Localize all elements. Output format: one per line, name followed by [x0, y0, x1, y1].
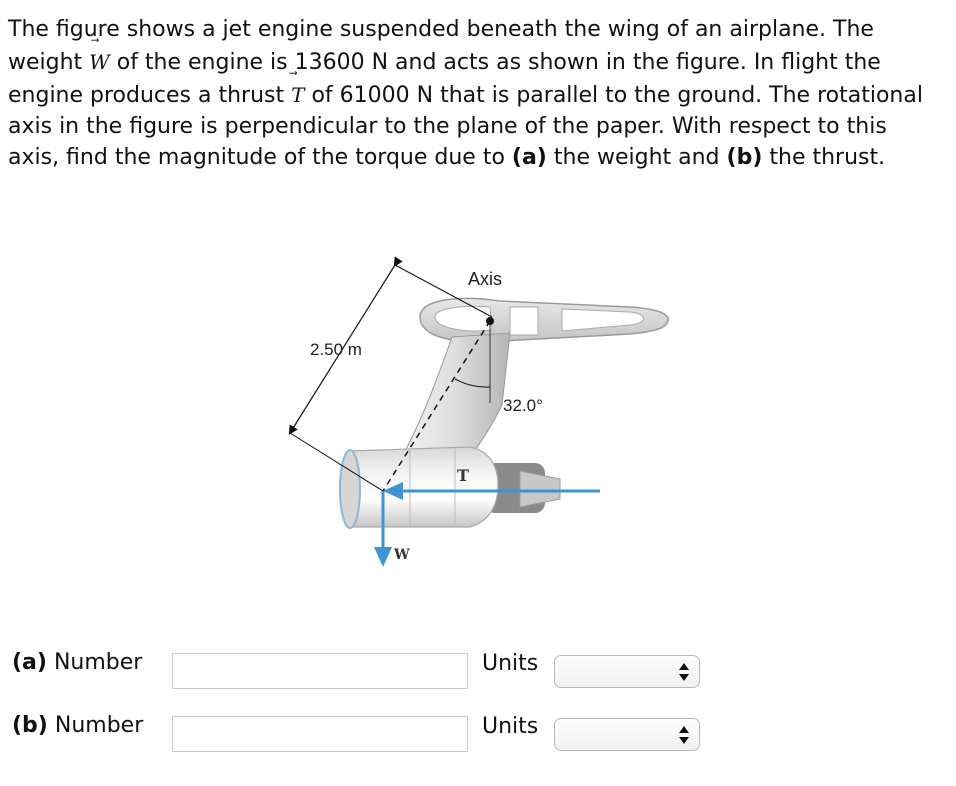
axis-label: Axis — [468, 269, 502, 289]
part-b-tag: (b) — [726, 145, 763, 170]
problem-text: the thrust. — [762, 145, 886, 170]
problem-text: of 61000 N that is parallel to the groun… — [8, 83, 923, 170]
answer-b-units-label: Units — [482, 714, 539, 739]
angle-arc — [454, 378, 491, 388]
select-arrows-icon — [679, 663, 689, 681]
answer-b-number-input[interactable] — [172, 716, 468, 752]
answer-row-a: (a) Number Units — [12, 651, 712, 691]
engine-exhaust — [485, 463, 561, 513]
problem-text: The figure shows a jet engine suspended … — [8, 17, 874, 75]
problem-statement: The figure shows a jet engine suspended … — [8, 14, 938, 173]
problem-text: of the engine is 13600 N and acts as sho… — [8, 50, 881, 108]
engine-nacelle — [339, 446, 499, 529]
answer-b-units-select[interactable] — [554, 718, 700, 751]
distance-label: 2.50 m — [310, 340, 362, 359]
angle-label: 32.0° — [503, 396, 543, 415]
answer-a-number-input[interactable] — [172, 653, 468, 689]
answer-b-label: (b) Number — [12, 713, 144, 738]
select-arrows-icon — [679, 726, 689, 744]
thrust-vector-symbol: T — [291, 64, 305, 111]
wing-section — [419, 297, 670, 343]
answer-a-label: (a) Number — [12, 650, 143, 675]
distance-dimension — [288, 256, 493, 492]
answer-row-b: (b) Number Units — [12, 714, 712, 754]
answer-a-units-select[interactable] — [554, 655, 700, 688]
jet-engine-figure: Axis 2.50 m 32.0° T W — [288, 256, 670, 567]
axis-point — [486, 317, 494, 325]
weight-label: W — [393, 547, 410, 563]
thrust-vector — [383, 482, 600, 500]
part-a-tag: (a) — [511, 145, 547, 170]
answer-a-units-label: Units — [482, 651, 539, 676]
weight-vector — [374, 491, 392, 567]
weight-vector-symbol: W — [89, 31, 110, 78]
thrust-label: T — [457, 466, 469, 485]
problem-text: the weight and — [546, 145, 727, 170]
pylon — [399, 332, 511, 461]
lever-arm-dashed — [382, 320, 491, 492]
